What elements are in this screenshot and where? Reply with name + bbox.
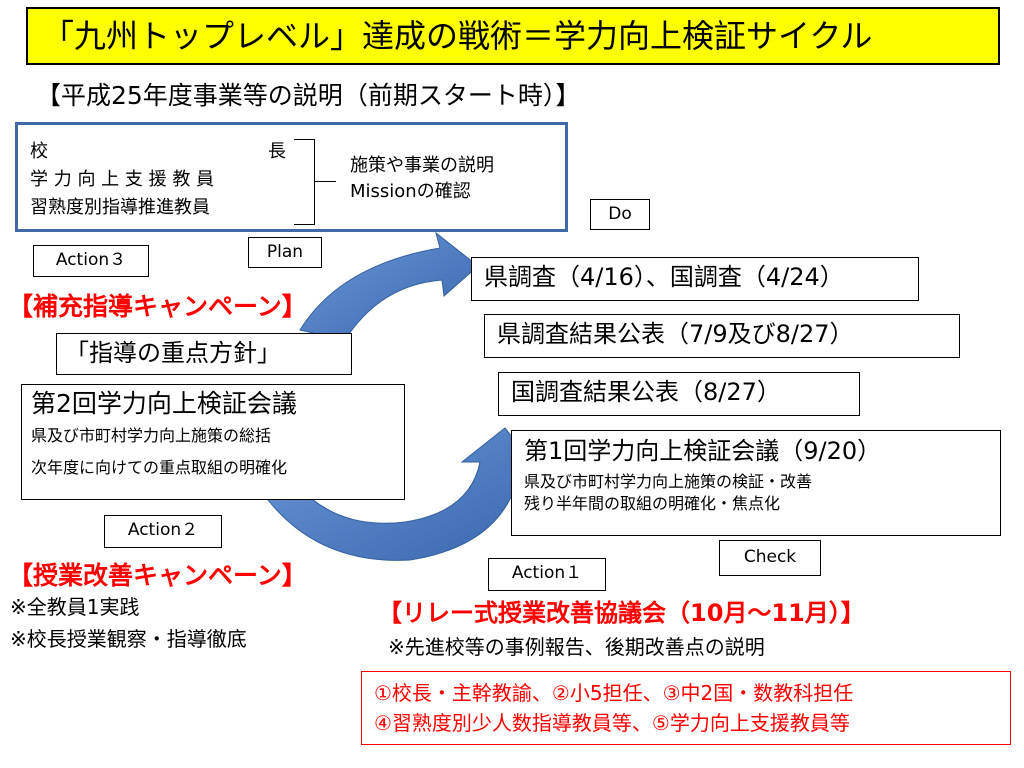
staff-leveled: 習熟度別指導推進教員	[30, 197, 210, 218]
second-meeting-line-1: 県及び市町村学力向上施策の総括	[31, 426, 272, 445]
lesson-campaign-note-1: ※全教員1実践	[10, 595, 140, 619]
lesson-campaign-title: 【授業改善キャンペーン】	[8, 561, 307, 590]
relay-title: 【リレー式授業改善協議会（10月～11月）】	[378, 599, 865, 627]
page-title: 「九州トップレベル」達成の戦術＝学力向上検証サイクル	[26, 7, 1000, 65]
phase-action1: Action１	[488, 558, 606, 591]
phase-action2: Action２	[104, 515, 222, 548]
staff-box: 校 長 学 力 向 上 支 援 教 員 習熟度別指導推進教員 施策や事業の説明 …	[15, 122, 568, 232]
phase-action3: Action３	[33, 245, 149, 277]
lesson-campaign-note-2: ※校長授業観察・指導徹底	[10, 627, 247, 651]
staff-principal-2: 長	[268, 141, 286, 162]
phase-plan: Plan	[248, 237, 322, 268]
second-meeting-title: 第2回学力向上検証会議	[31, 389, 297, 418]
page-subtitle: 【平成25年度事業等の説明（前期スタート時）】	[36, 81, 581, 110]
second-meeting-line-2: 次年度に向けての重点取組の明確化	[31, 458, 288, 477]
relay-participants-line-2: ④習熟度別少人数指導教員等、⑤学力向上支援教員等	[374, 711, 850, 735]
first-meeting-line-2: 残り半年間の取組の明確化・焦点化	[524, 494, 781, 513]
arc-arrow-top	[299, 231, 479, 341]
staff-principal-1: 校	[30, 141, 48, 162]
staff-bracket-tick	[314, 181, 336, 182]
relay-note: ※先進校等の事例報告、後期改善点の説明	[388, 635, 765, 659]
staff-principal: 校 長	[30, 139, 286, 165]
pref-results-box: 県調査結果公表（7/9及び8/27）	[484, 314, 960, 358]
phase-check: Check	[719, 540, 821, 576]
relay-participants-line-1: ①校長・主幹教諭、②小5担任、③中2国・数教科担任	[374, 681, 854, 705]
relay-participants-box: ①校長・主幹教諭、②小5担任、③中2国・数教科担任 ④習熟度別少人数指導教員等、…	[361, 671, 1011, 745]
supplementary-campaign: 【補充指導キャンペーン】	[8, 292, 307, 321]
first-meeting-title: 第1回学力向上検証会議（9/20）	[524, 437, 882, 465]
policy-focus: 「指導の重点方針」	[56, 333, 352, 375]
mission-line-1: 施策や事業の説明	[350, 155, 494, 176]
first-meeting-box: 第1回学力向上検証会議（9/20） 県及び市町村学力向上施策の検証・改善 残り半…	[511, 430, 1001, 536]
second-meeting-box: 第2回学力向上検証会議 県及び市町村学力向上施策の総括 次年度に向けての重点取組…	[21, 384, 405, 500]
staff-bracket	[294, 139, 315, 225]
national-results-box: 国調査結果公表（8/27）	[498, 372, 860, 416]
staff-support: 学 力 向 上 支 援 教 員	[30, 169, 215, 190]
first-meeting-line-1: 県及び市町村学力向上施策の検証・改善	[524, 472, 813, 491]
mission-line-2: Missionの確認	[350, 181, 471, 202]
survey-box: 県調査（4/16）、国調査（4/24）	[471, 257, 919, 301]
phase-do: Do	[590, 199, 650, 230]
